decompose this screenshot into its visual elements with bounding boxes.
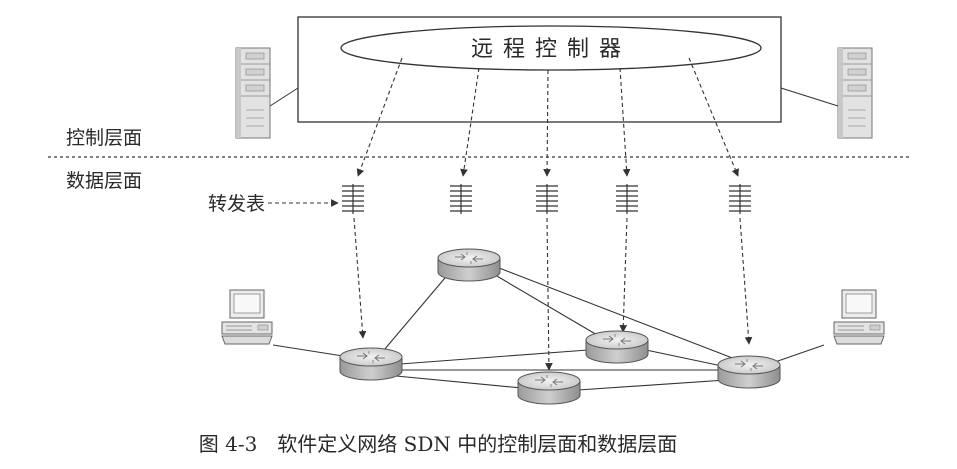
forwarding-table-icon bbox=[341, 183, 365, 215]
forwarding-table-icon bbox=[728, 183, 752, 215]
server-icon bbox=[235, 47, 271, 139]
control-plane-label: 控制层面 bbox=[66, 127, 142, 149]
network-links bbox=[272, 265, 825, 391]
router-icon bbox=[585, 330, 649, 364]
controller-label: 远程控制器 bbox=[471, 37, 631, 62]
figure-caption: 图 4-3 软件定义网络 SDN 中的控制层面和数据层面 bbox=[199, 432, 678, 456]
data-plane-label: 数据层面 bbox=[66, 170, 142, 192]
forwarding-table-icon bbox=[535, 183, 559, 215]
host-computer-icon bbox=[833, 289, 885, 345]
server-link-left bbox=[269, 87, 299, 107]
router-icon bbox=[339, 347, 403, 381]
forwarding-table-label: 转发表 bbox=[208, 193, 265, 215]
forwarding-table-icon bbox=[449, 183, 473, 215]
server-icon bbox=[837, 47, 873, 139]
controller-ellipse bbox=[340, 25, 762, 71]
router-icon bbox=[437, 248, 501, 282]
forwarding-table-icon bbox=[615, 183, 639, 215]
router-icon bbox=[517, 371, 581, 405]
router-icon bbox=[717, 355, 781, 389]
host-computer-icon bbox=[221, 289, 273, 345]
control-arrows bbox=[353, 57, 753, 371]
server-link-right bbox=[780, 87, 839, 107]
